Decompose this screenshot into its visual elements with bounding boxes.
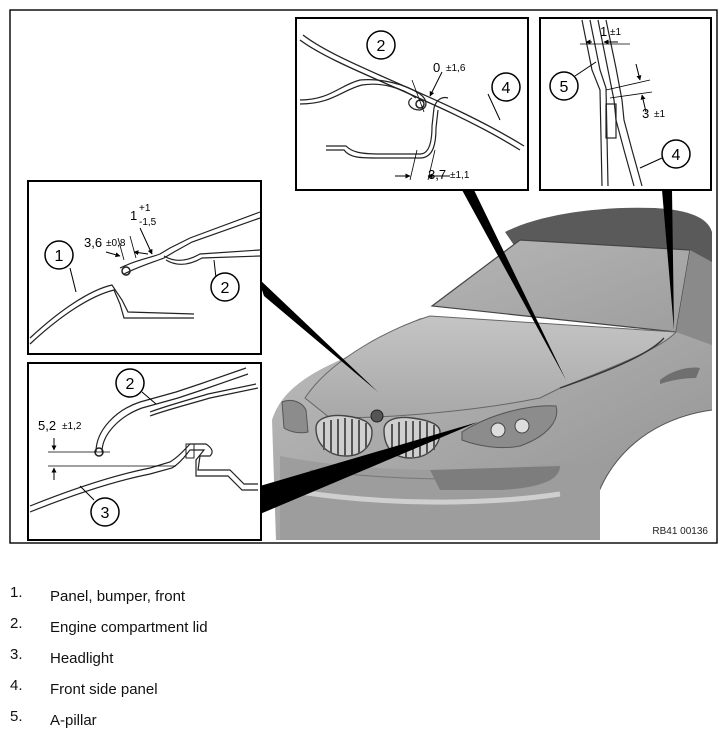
- callout-2-left: 2: [210, 259, 240, 302]
- legend-label: Headlight: [50, 650, 114, 667]
- dim-left-offset: 1: [130, 208, 137, 223]
- dim-bottom-offset-tol: ±1,2: [62, 421, 82, 432]
- legend-number: 3.: [10, 646, 23, 663]
- dim-top-center-offset-tol: ±1,1: [450, 170, 470, 181]
- legend-label: Engine compartment lid: [50, 619, 208, 636]
- detail-panel-a-pillar: 1 ±1 3 ±1 5 4: [539, 17, 712, 191]
- callout-2-top: 2: [366, 30, 396, 60]
- callout-5: 5: [549, 61, 597, 101]
- legend-number: 1.: [10, 584, 23, 601]
- legend-label: A-pillar: [50, 712, 97, 729]
- legend-number: 4.: [10, 677, 23, 694]
- svg-text:3: 3: [101, 505, 110, 522]
- svg-text:2: 2: [126, 376, 135, 393]
- dim-top-center-offset: 3,7: [428, 167, 446, 182]
- detail-panel-headlight-hood: 5,2 ±1,2 2 3: [27, 362, 262, 541]
- gap-diagram: RB41 00136 0 ±1,6 3,7 ±1,1 2: [9, 9, 718, 544]
- dim-top-right-gap-tol: ±1: [610, 27, 621, 38]
- dim-top-right-gap: 1: [600, 24, 607, 39]
- legend-item: 5. A-pillar: [0, 708, 700, 734]
- headlight-left: [281, 399, 309, 434]
- legend-item: 3. Headlight: [0, 646, 700, 672]
- legend-item: 1. Panel, bumper, front: [0, 584, 700, 610]
- dim-top-center-gap: 0: [433, 60, 440, 75]
- svg-text:2: 2: [377, 38, 386, 55]
- callout-3: 3: [79, 485, 120, 527]
- legend-number: 5.: [10, 708, 23, 725]
- svg-text:4: 4: [502, 80, 511, 97]
- dim-top-right-offset: 3: [642, 106, 649, 121]
- car-illustration: RB41 00136: [272, 207, 713, 541]
- svg-text:1: 1: [55, 248, 64, 265]
- detail-panel-hood-fender: 0 ±1,6 3,7 ±1,1 2 4: [295, 17, 529, 191]
- reference-number: RB41 00136: [652, 526, 708, 537]
- svg-text:4: 4: [672, 147, 681, 164]
- legend-label: Front side panel: [50, 681, 158, 698]
- callout-4-top: 4: [487, 72, 521, 121]
- headlight-right: [461, 405, 558, 449]
- dim-left-gap: 3,6: [84, 235, 102, 250]
- hood: [304, 315, 678, 419]
- callout-1: 1: [44, 240, 77, 293]
- dim-bottom-offset: 5,2: [38, 418, 56, 433]
- legend-item: 2. Engine compartment lid: [0, 615, 700, 641]
- dim-top-center-gap-tol: ±1,6: [446, 63, 466, 74]
- detail-panel-bumper-hood: 3,6 ±0,8 1 +1 -1,5 1 2: [27, 180, 262, 355]
- svg-text:5: 5: [560, 79, 569, 96]
- callout-2-bottom: 2: [115, 368, 157, 405]
- legend-number: 2.: [10, 615, 23, 632]
- bmw-logo: [370, 409, 384, 423]
- svg-text:2: 2: [221, 280, 230, 297]
- dim-left-gap-tol: ±0,8: [106, 238, 126, 249]
- dim-left-offset-tol-upper: +1: [139, 203, 151, 214]
- dim-top-right-offset-tol: ±1: [654, 109, 665, 120]
- callout-pointers: [258, 190, 674, 514]
- legend-label: Panel, bumper, front: [50, 588, 186, 605]
- legend-item: 4. Front side panel: [0, 677, 700, 703]
- dim-left-offset-tol-lower: -1,5: [139, 217, 157, 228]
- callout-4-right: 4: [639, 139, 691, 169]
